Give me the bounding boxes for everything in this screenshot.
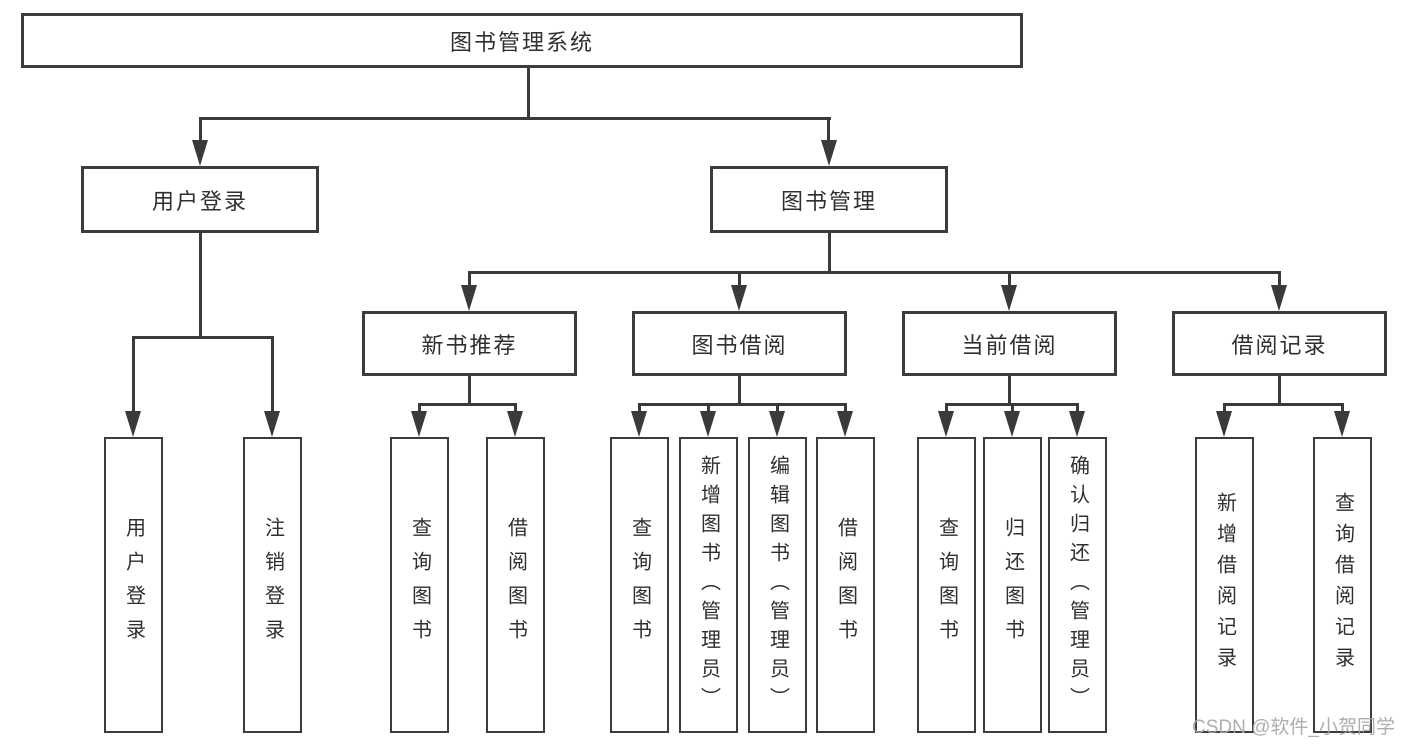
leaf-query-books-2-label: 查询图书 [628,517,651,653]
connector-vline [776,403,779,411]
leaf-edit-books-admin-label: 编辑图书（管理员） [766,454,789,716]
leaf-query-books-2: 查询图书 [610,437,669,733]
arrowhead-down-icon [631,411,647,437]
connector-hline [132,336,274,339]
arrowhead-down-icon [1271,285,1287,311]
connector-vline [514,403,517,411]
node-book-borrow: 图书借阅 [632,311,847,376]
arrowhead-down-icon [1216,411,1232,437]
leaf-return-books: 归还图书 [983,437,1042,733]
leaf-add-borrow-record: 新增借阅记录 [1195,437,1254,733]
leaf-add-borrow-record-label: 新增借阅记录 [1213,492,1236,678]
node-current-borrow-label: 当前借阅 [961,332,1058,358]
connector-hline [199,117,831,120]
connector-vline [271,336,274,411]
leaf-borrow-books-1-label: 借阅图书 [504,517,527,653]
leaf-add-books-admin-label: 新增图书（管理员） [697,454,720,716]
leaf-borrow-books-1: 借阅图书 [486,437,545,733]
leaf-logout: 注销登录 [243,437,302,733]
connector-vline [945,403,948,411]
node-new-book-recommend: 新书推荐 [362,311,577,376]
node-root-label: 图书管理系统 [449,29,594,55]
connector-vline [468,271,471,285]
arrowhead-down-icon [938,411,954,437]
connector-hline [468,271,1281,274]
arrowhead-down-icon [700,411,716,437]
arrowhead-down-icon [461,285,477,311]
connector-vline [1223,403,1226,411]
connector-vline [638,403,641,411]
connector-vline [738,271,741,285]
leaf-edit-books-admin: 编辑图书（管理员） [748,437,807,733]
leaf-add-books-admin: 新增图书（管理员） [679,437,738,733]
connector-vline [1341,403,1344,411]
arrowhead-down-icon [1069,411,1085,437]
leaf-borrow-books-2-label: 借阅图书 [834,517,857,653]
leaf-user-login: 用户登录 [104,437,163,733]
leaf-query-borrow-record: 查询借阅记录 [1313,437,1372,733]
arrowhead-down-icon [731,285,747,311]
node-book-borrow-label: 图书借阅 [691,332,788,358]
connector-vline [199,117,202,141]
connector-vline [1011,403,1014,411]
connector-hline [1223,403,1344,406]
node-user-login: 用户登录 [81,166,319,233]
leaf-query-books-3-label: 查询图书 [935,517,958,653]
arrowhead-down-icon [1334,411,1350,437]
arrowhead-down-icon [507,411,523,437]
arrowhead-down-icon [264,411,280,437]
node-borrow-records: 借阅记录 [1172,311,1387,376]
arrowhead-down-icon [125,411,141,437]
node-borrow-records-label: 借阅记录 [1231,332,1328,358]
arrowhead-down-icon [192,140,208,166]
node-current-borrow: 当前借阅 [902,311,1117,376]
leaf-query-books-1: 查询图书 [390,437,449,733]
connector-vline [132,336,135,411]
arrowhead-down-icon [411,411,427,437]
arrowhead-down-icon [1001,285,1017,311]
connector-vline [828,233,831,271]
leaf-user-login-label: 用户登录 [122,517,145,653]
node-book-management: 图书管理 [710,166,948,233]
leaf-query-borrow-record-label: 查询借阅记录 [1331,492,1354,678]
connector-vline [1278,376,1281,403]
connector-vline [1076,403,1079,411]
connector-vline [1008,271,1011,285]
leaf-return-books-label: 归还图书 [1001,517,1024,653]
leaf-query-books-1-label: 查询图书 [408,517,431,653]
arrowhead-down-icon [821,140,837,166]
leaf-borrow-books-2: 借阅图书 [816,437,875,733]
connector-vline [1278,271,1281,285]
node-user-login-label: 用户登录 [151,188,248,214]
connector-vline [199,233,202,336]
connector-hline [638,403,847,406]
leaf-confirm-return-admin: 确认归还（管理员） [1048,437,1107,733]
leaf-query-books-3: 查询图书 [917,437,976,733]
node-root-system: 图书管理系统 [21,13,1023,68]
connector-vline [827,117,830,141]
leaf-logout-label: 注销登录 [261,517,284,653]
connector-vline [1008,376,1011,403]
connector-vline [738,376,741,403]
arrowhead-down-icon [837,411,853,437]
connector-hline [418,403,517,406]
node-new-book-recommend-label: 新书推荐 [421,332,518,358]
arrowhead-down-icon [769,411,785,437]
connector-vline [468,376,471,403]
arrowhead-down-icon [1004,411,1020,437]
leaf-confirm-return-admin-label: 确认归还（管理员） [1066,454,1089,716]
connector-vline [527,68,530,117]
connector-vline [418,403,421,411]
node-book-management-label: 图书管理 [780,188,877,214]
csdn-watermark: CSDN @软件_小贺同学 [1192,717,1395,738]
connector-vline [707,403,710,411]
connector-vline [844,403,847,411]
